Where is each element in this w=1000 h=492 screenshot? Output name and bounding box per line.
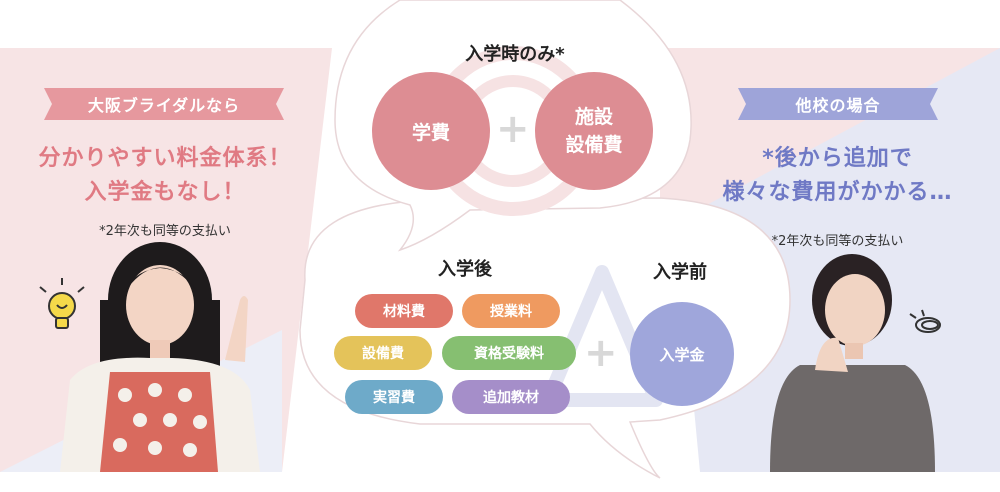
pill-equipment-fee: 設備費 <box>334 336 432 370</box>
right-headline-line2: 様々な費用がかかる… <box>722 180 953 205</box>
pill-practicum-fee: 実習費 <box>345 380 443 414</box>
left-headline-line2: 入学金もなし！ <box>84 180 246 205</box>
left-headline-line1: 分かりやすい料金体系！ <box>38 146 292 171</box>
lightbulb-icon <box>39 278 85 329</box>
facility-fee-label-line1: 施設 <box>574 106 613 128</box>
scribble-icon <box>909 309 941 333</box>
plus-icon: + <box>496 106 530 152</box>
pill-material-fee: 材料費 <box>355 294 453 328</box>
entrance-fee-circle: 入学金 <box>630 302 734 406</box>
before-enrollment-title: 入学前 <box>653 262 707 283</box>
left-badge-ribbon <box>44 88 284 120</box>
student-right-illustration <box>770 254 935 472</box>
right-headline: *後から追加で 様々な費用がかかる… <box>690 142 985 210</box>
facility-fee-circle: 施設 設備費 <box>535 72 653 190</box>
left-note: *2年次も同等の支払い <box>99 224 231 239</box>
plus-icon-lower: + <box>584 330 618 376</box>
tuition-label: 学費 <box>411 121 450 144</box>
triangle-decoration <box>541 265 663 407</box>
right-badge: 他校の場合 <box>795 96 881 115</box>
pill-exam-fee: 資格受験料 <box>442 336 576 370</box>
right-headline-line1: *後から追加で <box>762 146 913 171</box>
top-bubble-title: 入学時のみ* <box>465 44 565 65</box>
right-note: *2年次も同等の支払い <box>771 234 904 249</box>
after-enrollment-title: 入学後 <box>438 259 492 280</box>
entrance-fee-label: 入学金 <box>659 345 705 364</box>
pill-lesson-fee: 授業料 <box>462 294 560 328</box>
facility-fee-label-line2: 設備費 <box>565 134 623 156</box>
left-badge: 大阪ブライダルなら <box>87 96 241 115</box>
tuition-circle: 学費 <box>372 72 490 190</box>
right-badge-ribbon <box>738 88 938 120</box>
pill-extra-materials: 追加教材 <box>452 380 570 414</box>
student-left-illustration <box>60 242 260 472</box>
left-headline: 分かりやすい料金体系！ 入学金もなし！ <box>0 142 330 210</box>
